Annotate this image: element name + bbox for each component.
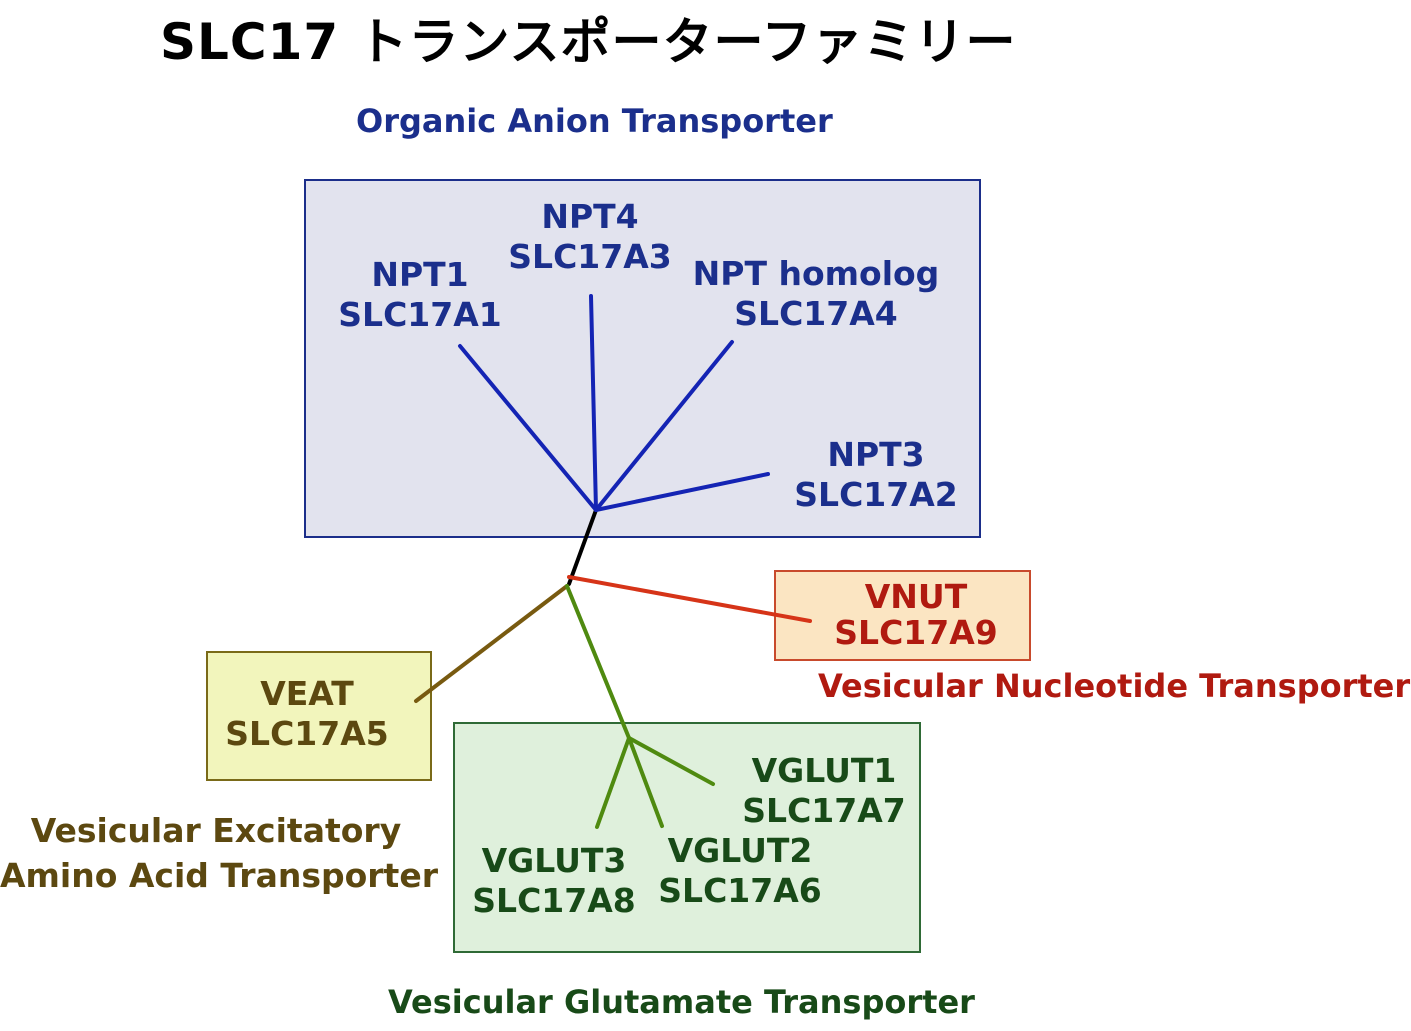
node-veat: VEAT SLC17A5	[212, 674, 402, 753]
node-vglut1-name: VGLUT1	[751, 751, 897, 790]
node-vnut: VNUT SLC17A9	[816, 577, 1016, 653]
node-vnut-name: VNUT	[864, 577, 968, 616]
node-npt-homolog-name: NPT homolog	[692, 254, 940, 293]
group-box-vnut	[774, 570, 1031, 661]
branch-npt-homolog	[594, 340, 734, 512]
branch-vnut	[567, 575, 812, 623]
node-vglut2-gene: SLC17A6	[658, 870, 822, 910]
branch-root	[567, 508, 598, 586]
group-label-vesicular-glutamate: Vesicular Glutamate Transporter	[388, 983, 975, 1021]
group-label-vesicular-excitatory: Vesicular Excitatory Amino Acid Transpor…	[0, 808, 438, 898]
node-npt1: NPT1 SLC17A1	[320, 255, 520, 334]
node-npt4-gene: SLC17A3	[508, 236, 672, 276]
branch-npt3	[594, 472, 770, 512]
branch-npt4	[589, 294, 598, 512]
node-npt4: NPT4 SLC17A3	[490, 197, 690, 276]
node-vglut2-name: VGLUT2	[667, 831, 813, 870]
node-npt3-gene: SLC17A2	[794, 474, 958, 514]
node-vglut3-name: VGLUT3	[481, 841, 627, 880]
page-title: SLC17 トランスポーターファミリー	[160, 13, 1017, 71]
node-veat-gene: SLC17A5	[225, 713, 389, 753]
group-box-veat	[206, 651, 432, 781]
node-npt3: NPT3 SLC17A2	[776, 435, 976, 514]
branch-veat	[414, 584, 569, 703]
node-vglut1: VGLUT1 SLC17A7	[724, 751, 924, 830]
group-box-vglut	[453, 722, 921, 953]
node-vnut-gene: SLC17A9	[834, 613, 998, 653]
branch-vglut1	[627, 736, 715, 786]
group-label-vesicular-excitatory-line2: Amino Acid Transporter	[0, 856, 438, 895]
node-veat-name: VEAT	[260, 674, 354, 713]
branch-vglut3	[595, 736, 631, 829]
node-npt4-name: NPT4	[541, 197, 639, 236]
node-npt-homolog: NPT homolog SLC17A4	[676, 254, 956, 333]
node-vglut1-gene: SLC17A7	[742, 790, 906, 830]
node-vglut3: VGLUT3 SLC17A8	[454, 841, 654, 920]
branch-npt1	[458, 344, 598, 512]
group-box-organic-anion	[304, 179, 981, 538]
node-npt1-gene: SLC17A1	[338, 294, 502, 334]
node-vglut2: VGLUT2 SLC17A6	[640, 831, 840, 910]
branch-vglut-stem	[565, 584, 631, 740]
branch-vglut2	[627, 736, 664, 828]
node-npt3-name: NPT3	[827, 435, 925, 474]
group-label-vesicular-excitatory-line1: Vesicular Excitatory	[30, 811, 402, 850]
node-vglut3-gene: SLC17A8	[472, 880, 636, 920]
group-label-vesicular-nucleotide: Vesicular Nucleotide Transporter	[818, 667, 1411, 705]
node-npt-homolog-gene: SLC17A4	[734, 293, 898, 333]
group-label-organic-anion: Organic Anion Transporter	[356, 102, 833, 140]
node-npt1-name: NPT1	[371, 255, 469, 294]
